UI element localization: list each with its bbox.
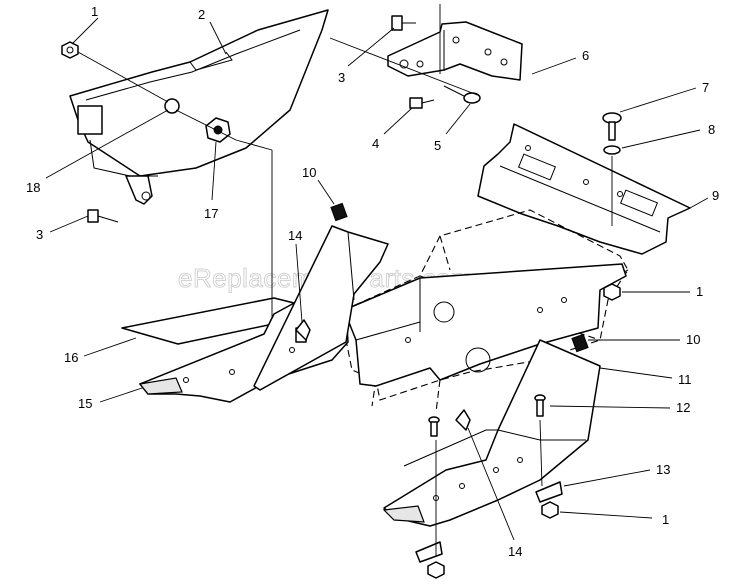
callout-15: 15: [78, 387, 143, 411]
part-15-left-footrest: [138, 225, 389, 403]
callout-label: 1: [91, 4, 98, 19]
callout-label: 10: [686, 332, 700, 347]
callout-10-upper: 10: [302, 165, 335, 205]
callout-label: 8: [708, 122, 715, 137]
part-10-spring-upper: [330, 202, 348, 222]
callout-label: 9: [712, 188, 719, 203]
callout-label: 7: [702, 80, 709, 95]
part-2-control-cover: [69, 9, 329, 205]
callout-11: 11: [599, 367, 692, 387]
part-4-bolt: [409, 97, 435, 109]
part-11-right-footrest: [382, 339, 601, 527]
part-10-spring-right: [571, 333, 589, 353]
callout-label: 5: [434, 138, 441, 153]
assembly-lines: [77, 4, 613, 556]
callout-label: 6: [582, 48, 589, 63]
callout-label: 3: [338, 70, 345, 85]
callout-8: 8: [621, 122, 715, 149]
part-12-carriage-bolts: [428, 394, 546, 437]
callout-14-lower: 14: [467, 427, 522, 559]
part-3-bolt-lower: [87, 209, 119, 223]
callout-label: 2: [198, 7, 205, 22]
callout-3-lower: 3: [36, 215, 89, 242]
callout-label: 1: [662, 512, 669, 527]
part-18-washer: [164, 98, 180, 114]
callout-label: 4: [372, 136, 379, 151]
callout-14-upper: 14: [288, 228, 302, 323]
part-14-clips: [295, 319, 471, 431]
callout-12: 12: [549, 400, 690, 415]
part-5-carriage-bolt: [443, 85, 481, 104]
frame-center-section: [343, 263, 627, 387]
callout-label: 1: [696, 284, 703, 299]
callout-7: 7: [619, 80, 709, 113]
part-7-carriage-bolt: [602, 112, 622, 141]
callout-label: 17: [204, 206, 218, 221]
part-8-washer: [603, 145, 621, 155]
callout-label: 14: [508, 544, 522, 559]
callout-label: 11: [678, 372, 692, 387]
callout-3-upper: 3: [338, 27, 395, 85]
part-3-bolt-upper: [391, 15, 416, 31]
callout-2: 2: [198, 7, 227, 55]
part-1-nuts-bottom: [427, 501, 559, 579]
part-6-angle-bracket: [387, 21, 523, 81]
callout-label: 13: [656, 462, 670, 477]
part-1-nut-middle: [603, 283, 621, 301]
callout-label: 18: [26, 180, 40, 195]
callout-label: 3: [36, 227, 43, 242]
callout-17: 17: [204, 141, 218, 221]
part-13-clamps: [415, 481, 563, 563]
callout-label: 10: [302, 165, 316, 180]
callout-label: 12: [676, 400, 690, 415]
callout-13: 13: [563, 462, 670, 487]
callout-1-top: 1: [71, 4, 99, 45]
callout-16: 16: [64, 337, 137, 365]
callout-5: 5: [434, 103, 471, 153]
callout-label: 16: [64, 350, 78, 365]
callout-label: 15: [78, 396, 92, 411]
part-9-control-plate: [477, 123, 691, 255]
part-1-nut-top: [61, 41, 79, 59]
callout-1-right: 1: [622, 284, 703, 299]
callout-6: 6: [531, 48, 589, 75]
callout-label: 14: [288, 228, 302, 243]
callout-10-right: 10: [588, 332, 700, 347]
callout-18: 18: [26, 109, 169, 195]
callout-9: 9: [689, 188, 719, 209]
callout-4: 4: [372, 107, 413, 151]
callout-1-bottom: 1: [559, 511, 669, 527]
